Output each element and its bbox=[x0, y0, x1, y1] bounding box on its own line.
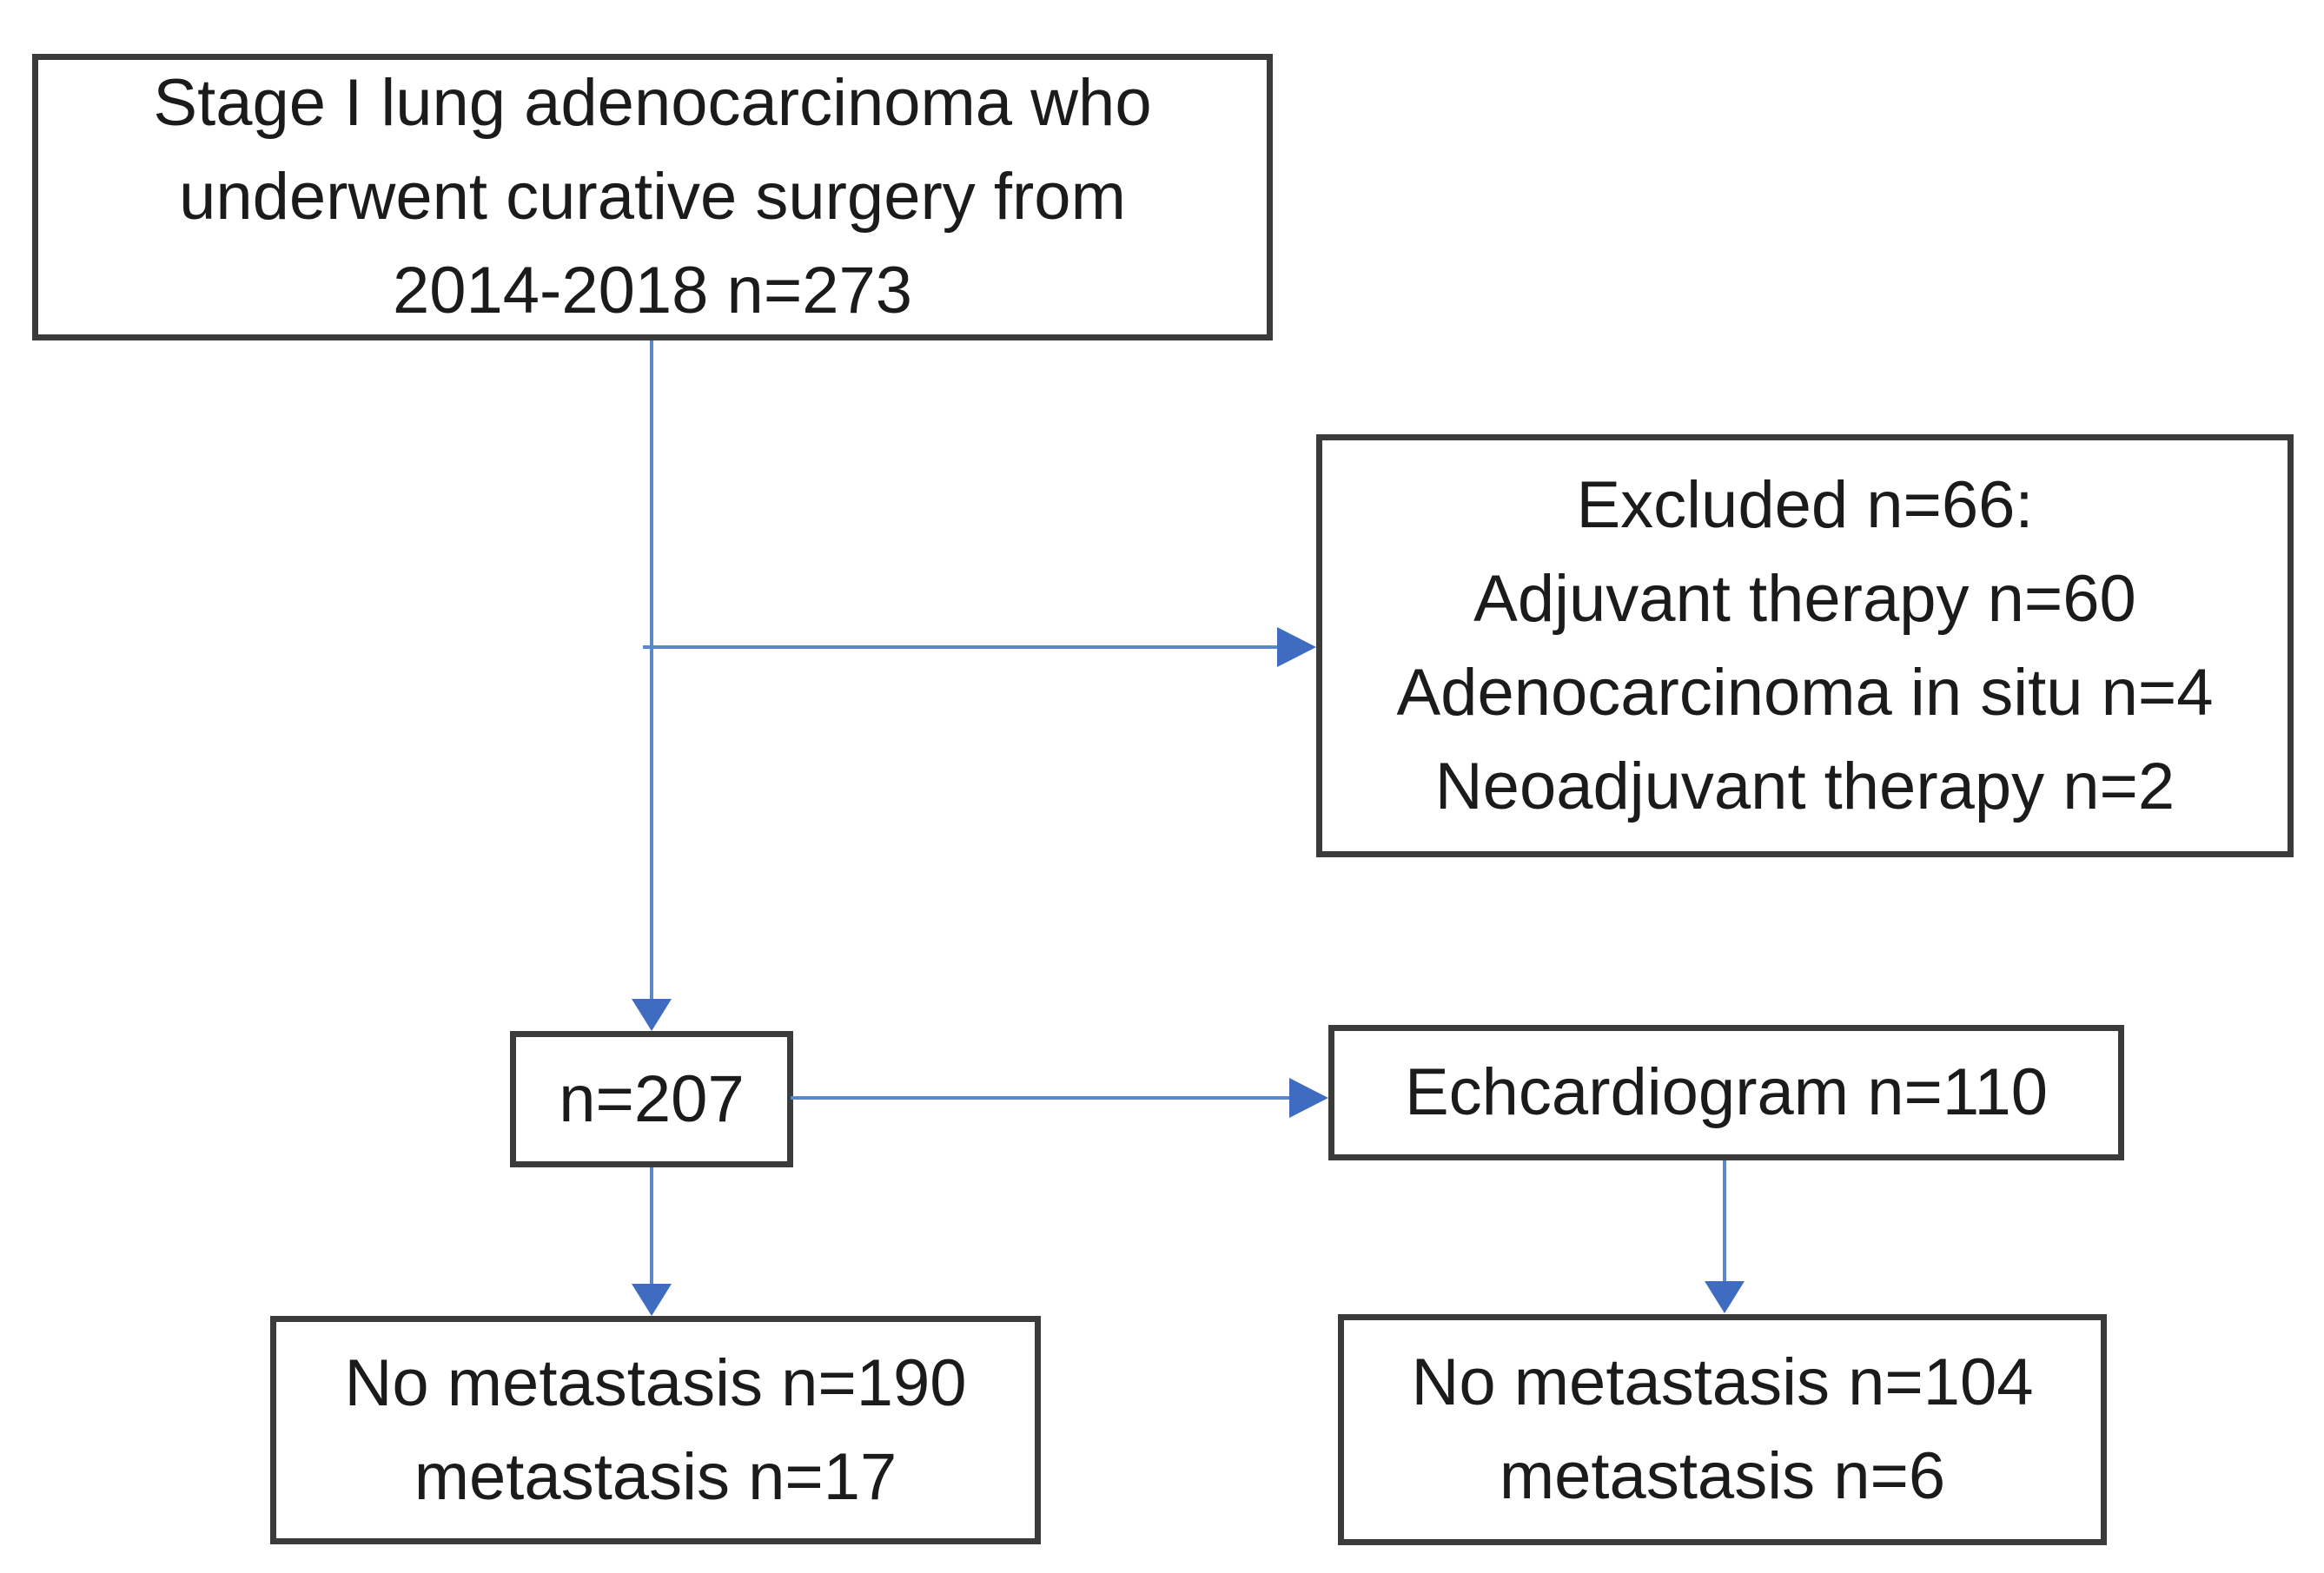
arrowhead-right-into-excluded-icon bbox=[1277, 627, 1316, 667]
node-echocardiogram-line-1: Echcardiogram n=110 bbox=[1404, 1055, 2049, 1129]
node-outcome-echo-line-2: metastasis n=6 bbox=[1499, 1439, 1946, 1513]
arrowhead-right-into-echocardiogram-icon bbox=[1289, 1078, 1328, 1118]
arrowhead-down-into-outcome-echo-icon bbox=[1705, 1281, 1745, 1313]
node-outcome-no-echo-line-2: metastasis n=17 bbox=[414, 1439, 897, 1514]
connector-echocardiogram-to-outcome-echo bbox=[1723, 1160, 1726, 1281]
connector-cohort-to-n207 bbox=[650, 340, 653, 999]
node-outcome-no-echo: No metastasis n=190 metastasis n=17 bbox=[270, 1316, 1041, 1544]
connector-n207-to-echocardiogram bbox=[791, 1096, 1289, 1100]
node-excluded-line-3: Adenocarcinoma in situ n=4 bbox=[1396, 655, 2214, 730]
node-outcome-no-echo-line-1: No metastasis n=190 bbox=[344, 1345, 967, 1420]
connector-branch-to-excluded bbox=[643, 645, 1277, 649]
node-cohort: Stage I lung adenocarcinoma who underwen… bbox=[32, 54, 1273, 340]
node-n207-line-1: n=207 bbox=[559, 1061, 745, 1136]
arrowhead-down-into-outcome-no-echo-icon bbox=[632, 1284, 672, 1316]
arrowhead-down-into-n207-icon bbox=[632, 999, 672, 1031]
node-excluded-line-2: Adjuvant therapy n=60 bbox=[1473, 561, 2136, 636]
node-outcome-echo-line-1: No metastasis n=104 bbox=[1411, 1345, 2034, 1419]
connector-n207-to-outcome-no-echo bbox=[650, 1167, 653, 1284]
node-excluded: Excluded n=66: Adjuvant therapy n=60 Ade… bbox=[1316, 434, 2294, 857]
node-outcome-echo: No metastasis n=104 metastasis n=6 bbox=[1338, 1314, 2107, 1545]
node-excluded-line-4: Neoadjuvant therapy n=2 bbox=[1434, 749, 2175, 823]
node-cohort-line-3: 2014-2018 n=273 bbox=[392, 254, 913, 327]
node-cohort-line-2: underwent curative surgery from bbox=[179, 160, 1126, 234]
node-echocardiogram: Echcardiogram n=110 bbox=[1328, 1025, 2124, 1160]
node-cohort-line-1: Stage I lung adenocarcinoma who bbox=[153, 66, 1152, 140]
node-n207: n=207 bbox=[510, 1031, 793, 1167]
node-excluded-line-1: Excluded n=66: bbox=[1576, 467, 2034, 542]
